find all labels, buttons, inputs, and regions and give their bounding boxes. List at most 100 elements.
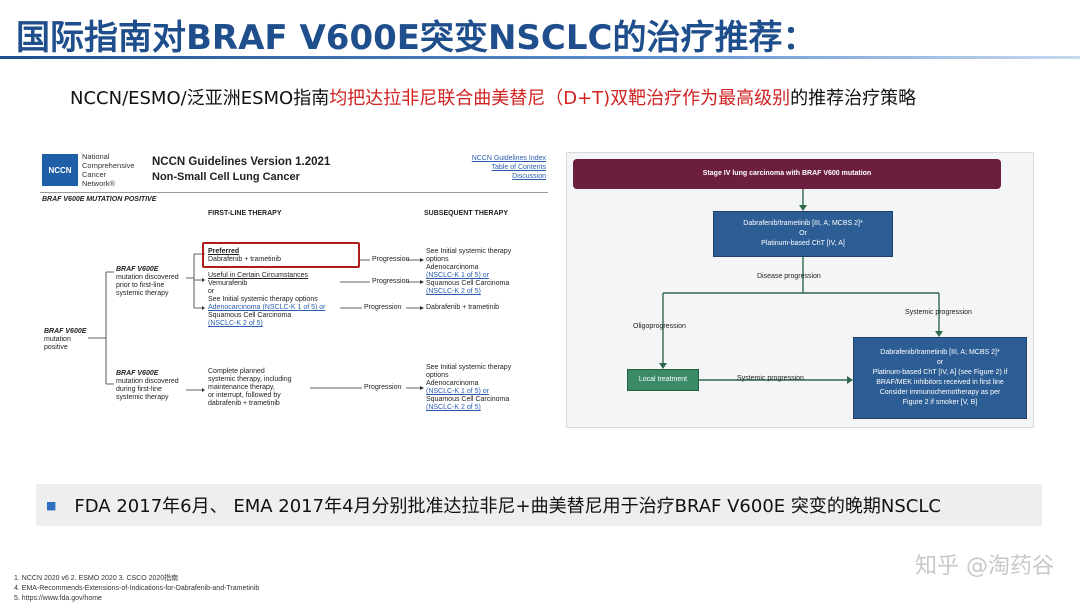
box1-line: Dabrafenib/trametinib [III, A; MCBS 2]* <box>743 220 863 227</box>
fda-approval-text: FDA 2017年6月、 EMA 2017年4月分别批准达拉非尼+曲美替尼用于治… <box>74 496 941 517</box>
oligoprogression-label: Oligoprogression <box>633 323 686 330</box>
complete-line: Complete planned <box>208 368 265 375</box>
complete-planned-therapy: Complete planned systemic therapy, inclu… <box>208 368 292 408</box>
box1-line: Or <box>799 230 807 237</box>
preferred-label: Preferred <box>208 248 240 255</box>
branch-prior-first-line: BRAF V600E mutation discovered prior to … <box>116 266 179 298</box>
root-line: mutation <box>44 336 71 343</box>
nccn-org-name: National Comprehensive Cancer Network® <box>82 152 142 188</box>
branch-line: BRAF V600E <box>116 370 159 377</box>
other-line: Squamous Cell Carcinoma <box>208 312 292 319</box>
arrowhead <box>659 363 667 369</box>
nccn-guideline-panel: NCCN National Comprehensive Cancer Netwo… <box>40 148 552 430</box>
org-line: National <box>82 152 110 161</box>
link-guidelines-index[interactable]: NCCN Guidelines Index <box>471 155 546 162</box>
references: 1. NCCN 2020 v6 2. ESMO 2020 3. CSCO 202… <box>14 574 259 604</box>
second-line-box: Dabrafenib/trametinib [III, A; MCBS 2]* … <box>853 337 1027 419</box>
sub-line[interactable]: (NSCLC-K 1 of 5) or <box>426 272 490 279</box>
complete-line: or interrupt, followed by <box>208 392 281 399</box>
preferred-regimen: Dabrafenib + trametinib <box>208 256 281 263</box>
other-line[interactable]: (NSCLC-K 2 of 5) <box>208 320 263 327</box>
sub-line[interactable]: (NSCLC-K 2 of 5) <box>426 288 481 295</box>
subsequent-header: SUBSEQUENT THERAPY <box>424 210 509 217</box>
fda-approval-banner: ■ FDA 2017年6月、 EMA 2017年4月分别批准达拉非尼+曲美替尼用… <box>36 484 1042 526</box>
nccn-version-heading: NCCN Guidelines Version 1.2021 <box>152 156 331 168</box>
subsequent-option-3: See Initial systemic therapy options Ade… <box>426 364 511 412</box>
arrowhead <box>420 386 424 390</box>
systemic-progression-top-label: Systemic progression <box>905 309 972 316</box>
useful-label: Useful in Certain Circumstances <box>208 272 308 279</box>
sub-line: See Initial systemic therapy <box>426 248 512 255</box>
useful-or: or <box>208 288 215 295</box>
other-line[interactable]: Adenocarcinoma (NSCLC-K 1 of 5) or <box>208 304 326 311</box>
box2-line: Dabrafenib/trametinib [III, A; MCBS 2]* <box>880 349 1000 356</box>
arrowhead <box>202 306 205 310</box>
useful-regimen: Vemurafenib <box>208 280 248 287</box>
preferred-highlight-box <box>202 242 360 268</box>
sub-line[interactable]: (NSCLC-K 1 of 5) or <box>426 388 490 395</box>
subtitle-highlight: 均把达拉非尼联合曲美替尼（D+T)双靶治疗作为最高级别 <box>329 88 791 109</box>
progression-label-3: Progression <box>364 304 402 311</box>
esmo-flow-panel: Stage IV lung carcinoma with BRAF V600 m… <box>566 152 1034 428</box>
first-line-box: Dabrafenib/trametinib [III, A; MCBS 2]* … <box>713 211 893 257</box>
sub-line: Adenocarcinoma <box>426 264 479 271</box>
box2-line: Figure 2 if smoker [V, B] <box>902 399 978 406</box>
reference-line: 1. NCCN 2020 v6 2. ESMO 2020 3. CSCO 202… <box>14 575 179 582</box>
subtitle: NCCN/ESMO/泛亚洲ESMO指南均把达拉非尼联合曲美替尼（D+T)双靶治疗… <box>70 84 916 110</box>
stage-iv-box: Stage IV lung carcinoma with BRAF V600 m… <box>573 159 1001 189</box>
complete-line: dabrafenib + trametinib <box>208 400 280 407</box>
progression-label-1: Progression <box>372 256 410 263</box>
org-line: Comprehensive <box>82 161 135 170</box>
root-line: positive <box>44 344 68 351</box>
sub-line: See Initial systemic therapy <box>426 364 512 371</box>
branch1-split <box>186 253 204 309</box>
box1-line: Platinum-based ChT [IV, A] <box>761 240 845 247</box>
sub-line: Adenocarcinoma <box>426 380 479 387</box>
branch-line: mutation discovered <box>116 274 179 281</box>
box2-line: Platinum-based ChT [IV, A] (see Figure 2… <box>872 369 1008 376</box>
mutation-positive-label: BRAF V600E MUTATION POSITIVE <box>42 196 157 203</box>
reference-line: 4. EMA-Recommends-Extensions-of-Indicati… <box>14 585 260 592</box>
arrowhead <box>935 331 943 337</box>
reference-line[interactable]: 5. https://www.fda.gov/home <box>14 595 102 602</box>
subtitle-prefix: NCCN/ESMO/泛亚洲ESMO指南 <box>70 88 330 109</box>
box2-line: BRAF/MEK inhibitors received in first li… <box>876 379 1004 386</box>
sub-line[interactable]: (NSCLC-K 2 of 5) <box>426 404 481 411</box>
title-underline <box>0 56 1080 59</box>
useful-option: Useful in Certain Circumstances Vemurafe… <box>208 272 308 296</box>
subsequent-option-1: See Initial systemic therapy options Ade… <box>426 248 511 296</box>
sub-line: options <box>426 372 449 379</box>
nccn-divider <box>40 192 548 193</box>
arrowhead <box>799 205 807 211</box>
page-title: 国际指南对BRAF V600E突变NSCLC的治疗推荐： <box>16 18 817 58</box>
nccn-links: NCCN Guidelines Index Table of Contents … <box>472 154 546 181</box>
bullet-square-icon: ■ <box>46 498 57 512</box>
systemic-progression-label: Systemic progression <box>737 375 804 382</box>
other-options: See Initial systemic therapy options Ade… <box>208 296 326 328</box>
progression-label-4: Progression <box>364 384 402 391</box>
zhihu-watermark: 知乎 @淘药谷 <box>915 554 1054 579</box>
root-branch <box>88 271 114 385</box>
arrowhead <box>420 258 424 262</box>
nccn-logo: NCCN <box>42 154 78 186</box>
branch-line: prior to first-line <box>116 282 165 289</box>
root-node: BRAF V600E mutation positive <box>44 328 86 352</box>
complete-line: maintenance therapy, <box>208 384 275 391</box>
subtitle-suffix: 的推荐治疗策略 <box>790 88 917 109</box>
complete-line: systemic therapy, including <box>208 376 292 383</box>
box2-line: or <box>936 359 944 366</box>
branch-line: mutation discovered <box>116 378 179 385</box>
arrowhead <box>202 278 205 282</box>
first-line-header: FIRST-LINE THERAPY <box>208 210 282 217</box>
link-discussion[interactable]: Discussion <box>512 173 546 180</box>
disease-progression-label: Disease progression <box>757 273 821 280</box>
branch-line: systemic therapy <box>116 394 169 401</box>
arrowhead <box>420 280 424 284</box>
branch-line: during first-line <box>116 386 162 393</box>
link-table-of-contents[interactable]: Table of Contents <box>491 164 546 171</box>
local-treatment-box: Local treatment <box>627 369 699 391</box>
progression-label-2: Progression <box>372 278 410 285</box>
arrowhead <box>202 388 205 392</box>
subsequent-option-2: Dabrafenib + trametinib <box>426 304 499 311</box>
box2-line: Consider immunochemotherapy as per <box>879 389 1001 396</box>
